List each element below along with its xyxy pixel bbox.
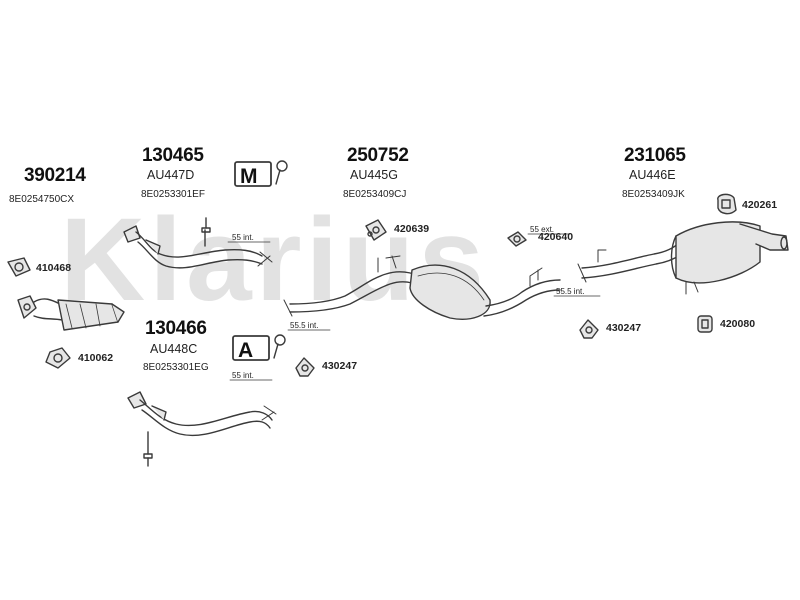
kit-mark-m-label: M [240, 165, 258, 188]
oe-number-250752: 8E0253409CJ [343, 189, 407, 200]
dimension-leaders [227, 233, 601, 381]
hanger-420639 [365, 219, 387, 241]
rear-silencer-231065 [577, 221, 789, 295]
center-pipe-250752 [283, 255, 561, 320]
hardware-420080: 420080 [720, 318, 756, 330]
gasket-410062 [45, 347, 71, 369]
svg-text:Klarius: Klarius [60, 194, 488, 326]
part-number-231065: 231065 [624, 145, 686, 166]
code-au447d: AU447D [147, 168, 195, 182]
gasket-410468 [7, 257, 31, 277]
kit-mark-a-icon [232, 334, 286, 361]
watermark-logo: Klarius [60, 194, 488, 326]
part-number-250752: 250752 [347, 145, 409, 166]
hardware-430247-a: 430247 [606, 322, 642, 334]
dimension-55-5-int-b: 55.5 int. [290, 321, 319, 330]
dimension-55-int-a: 55 int. [232, 233, 254, 242]
hardware-420261: 420261 [742, 199, 778, 211]
hanger-420080 [697, 315, 713, 333]
part-number-130466: 130466 [145, 318, 207, 339]
code-au448c: AU448C [150, 342, 198, 356]
code-au446e: AU446E [629, 168, 676, 182]
part-number-130465: 130465 [142, 145, 204, 166]
catalytic-converter-390214 [17, 295, 125, 331]
dimension-55-ext: 55 ext. [530, 225, 555, 234]
clamp-430247-b [295, 357, 315, 377]
hardware-410062: 410062 [78, 352, 114, 364]
hardware-410468: 410468 [36, 262, 72, 274]
oe-number-390214: 8E0254750CX [9, 194, 75, 205]
hardware-430247-b: 430247 [322, 360, 358, 372]
part-number-390214: 390214 [24, 165, 86, 186]
front-pipe-130466 [127, 391, 277, 467]
oe-number-130465: 8E0253301EF [141, 189, 205, 200]
hanger-420261 [717, 193, 737, 215]
front-pipe-130465 [123, 217, 273, 269]
hardware-420639: 420639 [394, 223, 430, 235]
dimension-55-int-b: 55 int. [232, 371, 254, 380]
kit-mark-m-icon [234, 160, 288, 187]
oe-number-231065: 8E0253409JK [622, 189, 685, 200]
code-au445g: AU445G [350, 168, 398, 182]
clamp-430247-a [579, 319, 599, 339]
hanger-420640 [507, 231, 527, 247]
oe-number-130466: 8E0253301EG [143, 362, 209, 373]
dimension-55-5-int-a: 55.5 int. [556, 287, 585, 296]
hardware-420640: 420640 [538, 231, 574, 243]
kit-mark-a-label: A [238, 339, 253, 362]
